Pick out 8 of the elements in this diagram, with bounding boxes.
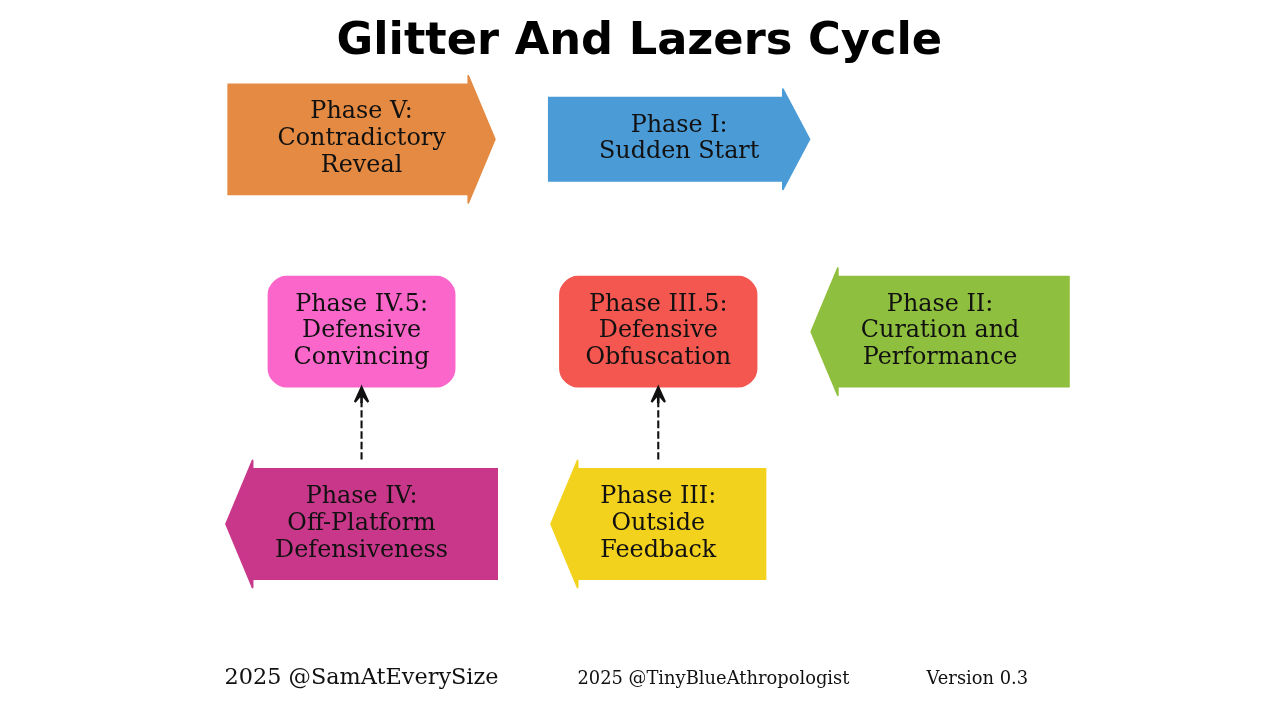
label: 2025 @TinyBlueAthropologist [577, 666, 850, 688]
label: Version 0.3 [926, 666, 1029, 688]
diagram-title: Glitter And Lazers Cycle [336, 12, 943, 66]
node-box: Phase IV.5: Defensive Convincing [267, 275, 456, 388]
label: 2025 @SamAtEverySize [224, 663, 499, 690]
arrow [650, 386, 666, 460]
node-box: Phase III.5: Defensive Obfuscation [559, 275, 758, 388]
arrow [353, 386, 370, 460]
